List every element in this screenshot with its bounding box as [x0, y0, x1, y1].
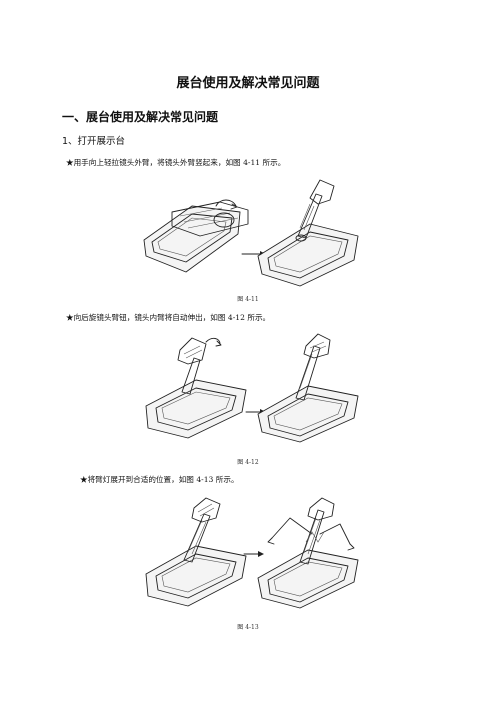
step-2-text: ★向后旋镜头臂钮，镜头内臂将自动伸出，如图 4-12 所示。 — [66, 313, 271, 322]
figure-4-12-caption: 图 4-12 — [237, 459, 259, 466]
page-title: 展台使用及解决常见问题 — [176, 76, 320, 91]
step-3-text: ★将臂灯展开到合适的位置，如图 4-13 所示。 — [80, 475, 239, 484]
figure-4-11-caption: 图 4-11 — [237, 296, 259, 303]
figure-4-13-caption: 图 4-13 — [237, 624, 259, 631]
step-1-text: ★用手向上轻拉镜头外臂，将镜头外臂竖起来，如图 4-11 所示。 — [66, 158, 286, 167]
figure-4-12-illustration — [145, 333, 359, 443]
figure-4-11-illustration — [143, 179, 359, 287]
section-heading: 一、展台使用及解决常见问题 — [62, 110, 219, 124]
figure-4-13-illustration — [145, 497, 359, 609]
subsection-heading: 1、打开展示台 — [62, 136, 126, 147]
